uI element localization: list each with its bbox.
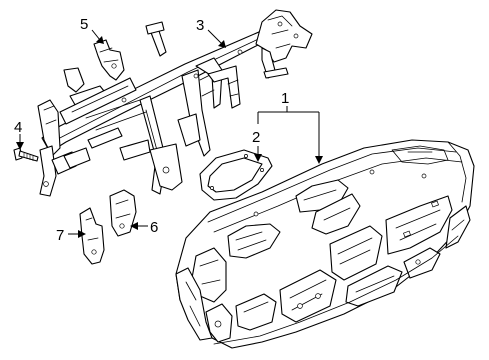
callout-1: 1 (281, 90, 289, 107)
callout-4: 4 (14, 119, 22, 136)
leader-lines (16, 29, 323, 238)
instrument-panel (175, 139, 475, 349)
callout-6: 6 (150, 219, 158, 236)
upper-bracket (93, 39, 125, 81)
right-side-bracket (109, 189, 137, 237)
left-side-bracket (79, 207, 105, 265)
callout-3: 3 (196, 17, 204, 34)
cross-car-beam (37, 9, 313, 197)
cluster-trim-bezel (199, 149, 273, 201)
callout-7: 7 (56, 227, 64, 244)
callout-2: 2 (252, 129, 260, 146)
callout-5: 5 (80, 16, 88, 33)
bolt (13, 147, 39, 162)
